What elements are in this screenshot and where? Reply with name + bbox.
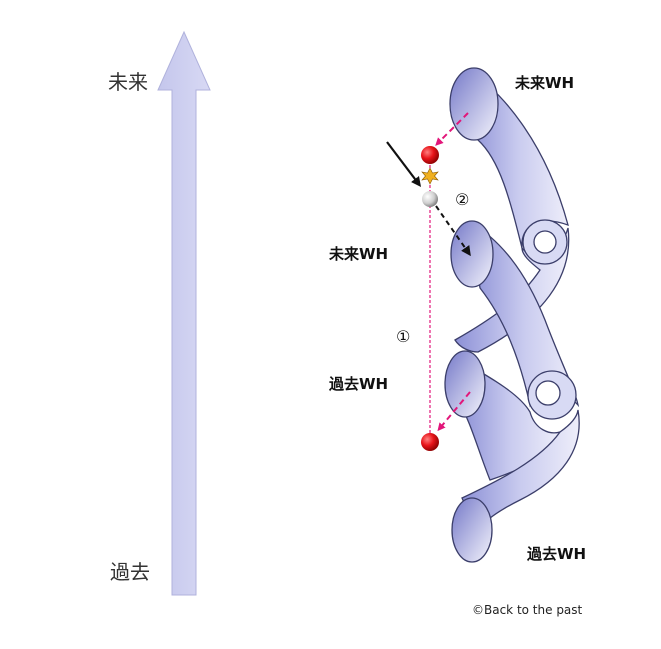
future-mouth-middle: [450, 220, 494, 288]
middle-tube-ribbon: [469, 220, 580, 408]
gray-ball: [422, 191, 438, 207]
red-ball-top: [421, 146, 439, 164]
collision-spark-icon: [421, 167, 439, 185]
path-two-marker: ②: [455, 190, 469, 209]
past-mouth-bottom: [451, 497, 493, 563]
upper-loop-hole: [533, 230, 557, 254]
label-future-wh-middle: 未来WH: [328, 245, 388, 263]
pink-arrow-top: [435, 112, 469, 146]
future-mouth-top: [449, 67, 499, 141]
label-past-wh-middle: 過去WH: [328, 375, 388, 393]
past-mouth-middle: [444, 350, 486, 418]
future-time-label: 未来: [108, 70, 148, 94]
label-future-wh-top: 未来WH: [514, 74, 574, 92]
past-time-label: 過去: [110, 560, 150, 584]
credit-text: ©Back to the past: [472, 603, 583, 617]
lower-loop-hole: [535, 380, 561, 406]
wormhole-tubes: [444, 67, 580, 563]
incoming-black-arrow: [386, 141, 422, 187]
path-one-marker: ①: [396, 327, 410, 346]
time-axis-arrow: [157, 30, 211, 596]
red-ball-bottom: [421, 433, 439, 451]
path-two-dashed-arrow: [435, 205, 471, 257]
label-past-wh-bottom: 過去WH: [526, 545, 586, 563]
pink-arrow-bottom: [437, 391, 471, 432]
